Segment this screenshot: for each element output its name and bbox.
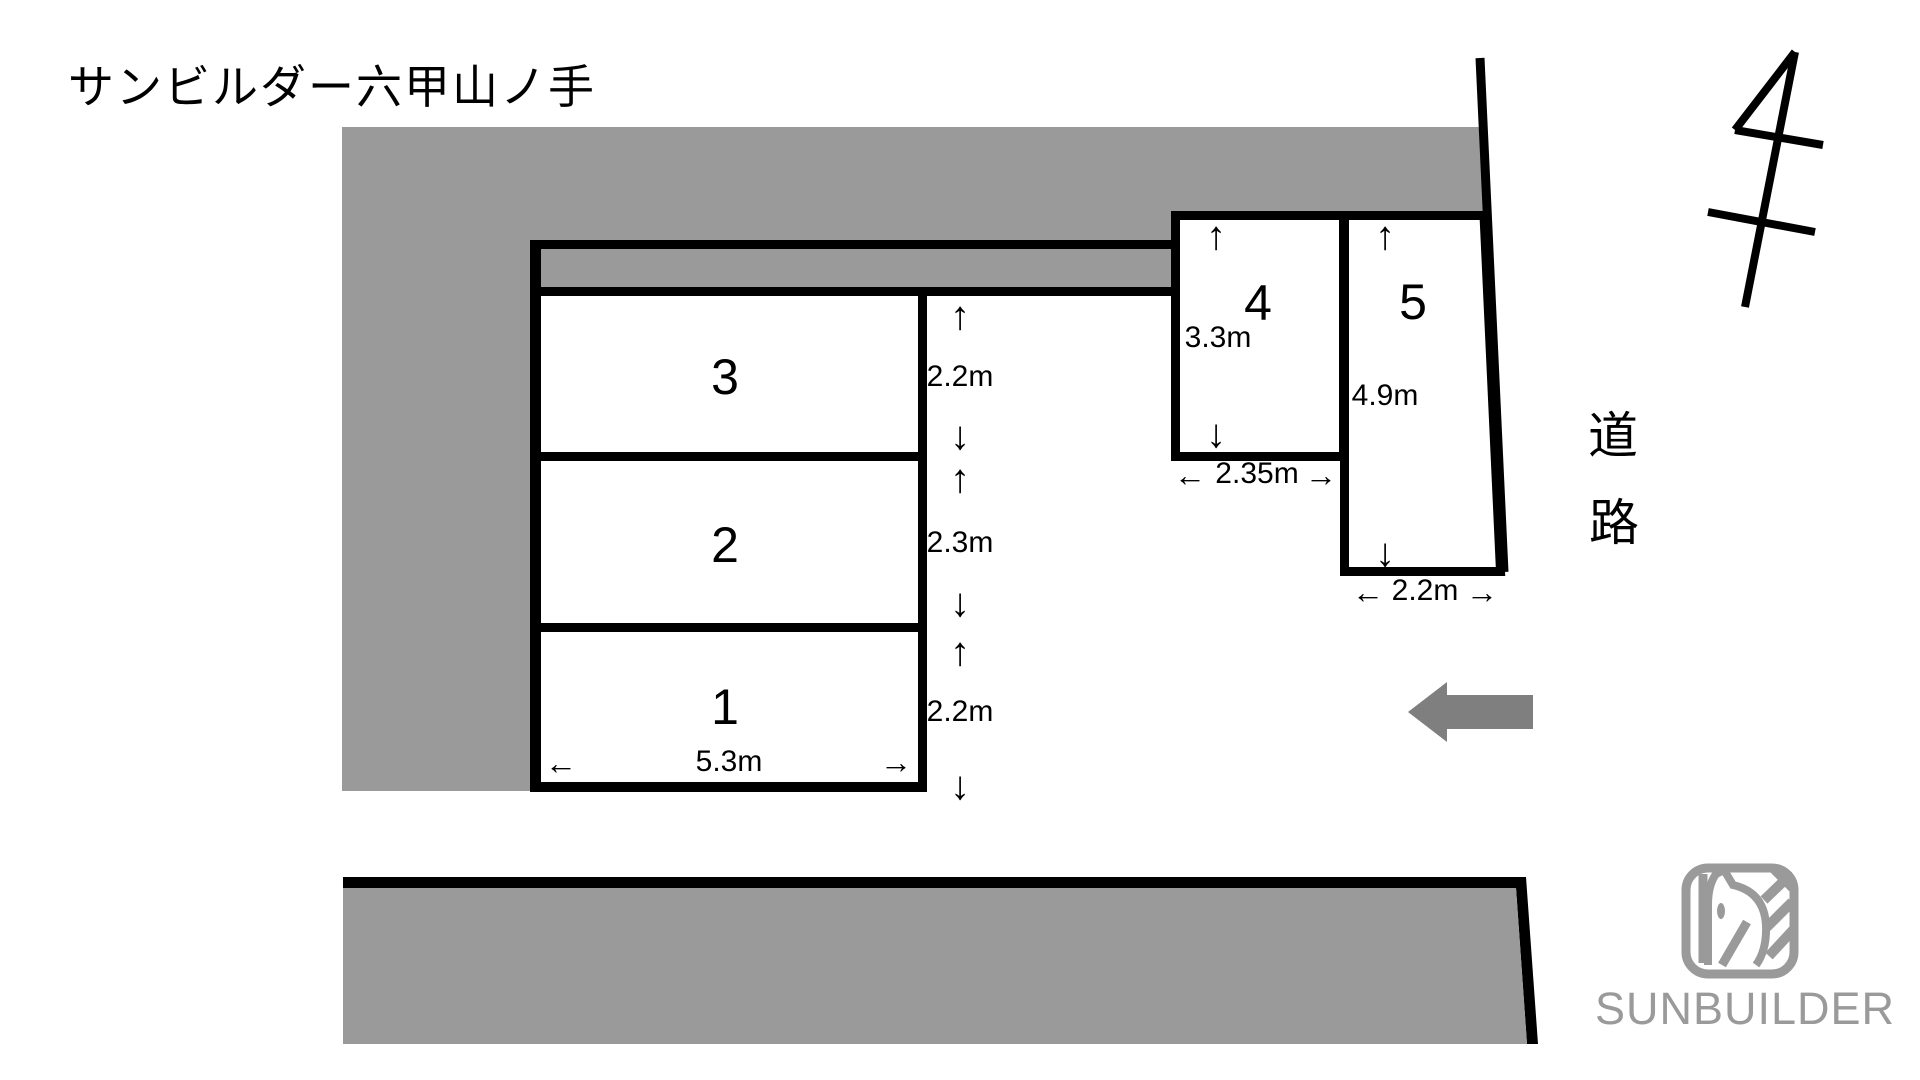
space4-outline xyxy=(1171,211,1348,461)
divider-space3-space2 xyxy=(541,452,918,461)
entrance-direction-arrow-icon xyxy=(1408,682,1533,742)
north-arrow-icon xyxy=(1707,49,1824,308)
space4-depth-arrow-down-icon: ↓ xyxy=(1206,412,1226,456)
space3-number: 3 xyxy=(711,349,739,405)
road-label-char-2: 路 xyxy=(1589,495,1639,551)
space4-width-arrow-right-icon: → xyxy=(1305,457,1337,493)
space5-depth-label: 4.9m xyxy=(1351,379,1419,412)
space5-outline xyxy=(1340,211,1506,576)
block-left-border xyxy=(530,240,541,791)
space1-depth-arrow-down-icon: ↓ xyxy=(950,764,970,808)
space4-width-arrow-left-icon: ← xyxy=(1174,457,1206,493)
block-top-border xyxy=(530,240,1171,249)
space5-width-label: 2.2m xyxy=(1391,574,1459,607)
plan-title: サンビルダー六甲山ノ手 xyxy=(68,61,596,113)
sunbuilder-logo-text: SUNBUILDER xyxy=(1594,983,1896,1034)
space2-number: 2 xyxy=(711,517,739,573)
space5-depth-arrow-down-icon: ↓ xyxy=(1375,531,1395,575)
space3-depth-label: 2.2m xyxy=(926,360,994,393)
upper-gray-strip xyxy=(541,249,1171,287)
road-label-char-1: 道 xyxy=(1588,408,1638,464)
block-bottom-border xyxy=(530,782,927,792)
space2-depth-arrow-up-icon: ↑ xyxy=(950,457,970,501)
space1-number: 1 xyxy=(711,679,739,735)
bottom-band-gray xyxy=(343,888,1527,1044)
block-right-border xyxy=(918,287,927,791)
space5-width-arrow-right-icon: → xyxy=(1466,574,1498,610)
space1-width-arrow-left-icon: ← xyxy=(545,745,577,781)
space4-depth-arrow-up-icon: ↑ xyxy=(1206,214,1226,258)
strip-bottom-border xyxy=(530,287,1171,296)
space5-depth-arrow-up-icon: ↑ xyxy=(1375,214,1395,258)
space1-depth-label: 2.2m xyxy=(926,695,994,728)
building-mass-gray xyxy=(342,127,1489,791)
space2-depth-arrow-down-icon: ↓ xyxy=(950,581,970,625)
sunbuilder-logo-icon xyxy=(1681,863,1799,979)
space1-depth-arrow-up-icon: ↑ xyxy=(950,630,970,674)
space1-width-label: 5.3m xyxy=(695,745,763,778)
space4-width-label: 2.35m xyxy=(1215,457,1299,490)
space4-number: 4 xyxy=(1244,275,1272,331)
space3-depth-arrow-down-icon: ↓ xyxy=(950,414,970,458)
divider-space2-space1 xyxy=(541,623,918,632)
space1-width-arrow-right-icon: → xyxy=(880,744,912,780)
space3-depth-arrow-up-icon: ↑ xyxy=(950,294,970,338)
space5-number: 5 xyxy=(1399,274,1427,330)
space5-width-arrow-left-icon: ← xyxy=(1352,574,1384,610)
space2-depth-label: 2.3m xyxy=(926,526,994,559)
space4-depth-label: 3.3m xyxy=(1184,321,1252,354)
